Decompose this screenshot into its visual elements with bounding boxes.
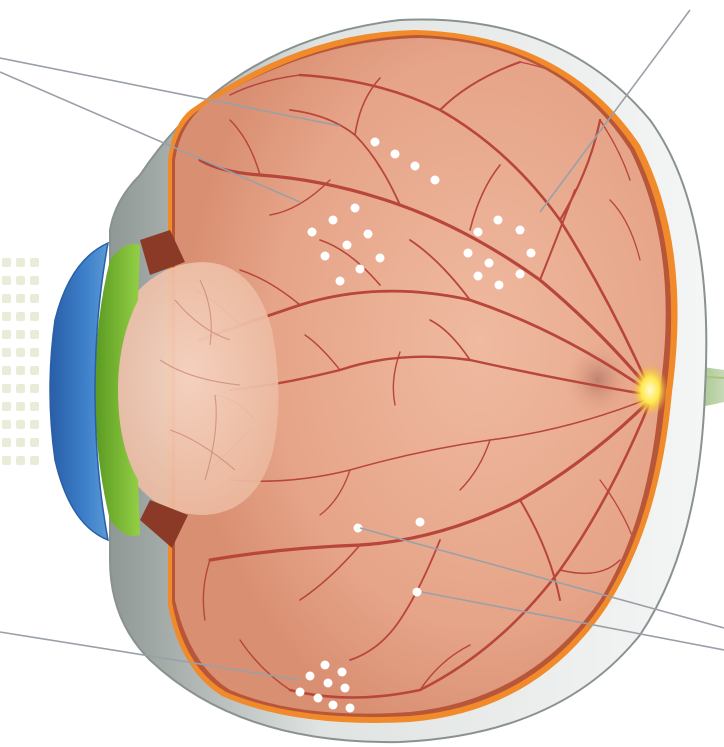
lens (115, 262, 279, 515)
optic-disc (632, 364, 668, 416)
dot-grid-decoration (2, 258, 39, 465)
macula (564, 342, 632, 418)
